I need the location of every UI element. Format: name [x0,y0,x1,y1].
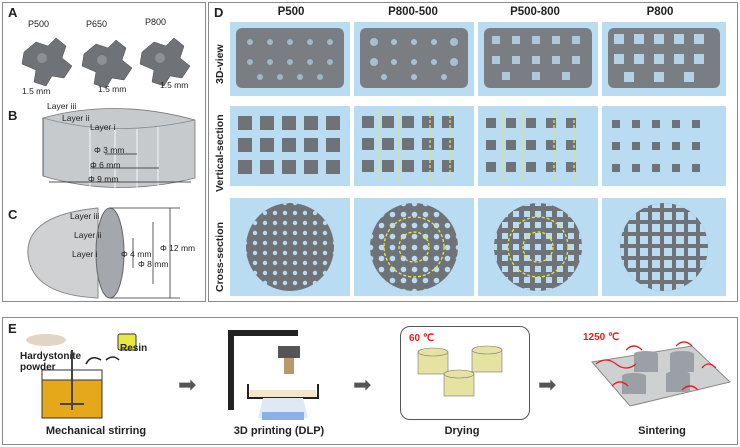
col-header-p500: P500 [277,6,305,18]
panel-c-hemisphere [27,207,180,299]
b-layer-ii: Layer ii [62,113,90,123]
step-3d-printing: 3D printing (DLP) [233,425,325,437]
panel-label-a: A [8,5,18,20]
c-layer-ii: Layer ii [74,230,102,240]
cell-vertical-p500-800 [478,106,598,186]
label-p500: P500 [28,19,50,29]
step-mechanical-stirring: Mechanical stirring [45,425,147,437]
powder-label: Hardystonite powder [20,351,82,373]
b-layer-i: Layer i [90,122,116,132]
stirring-illustration [26,333,137,419]
c-dim-12: Φ 12 mm [160,243,196,253]
arrow-1: ➡ [178,372,197,397]
c-layer-i: Layer i [72,249,98,259]
temp-drying: 60 ℃ [409,333,435,344]
panel-label-c: C [8,207,18,222]
cell-vertical-p800 [602,106,726,186]
step-sintering: Sintering [638,425,686,437]
panel-b-cylinder [42,108,196,190]
arrow-2: ➡ [353,372,372,397]
temp-sintering: 1250 ℃ [583,332,620,343]
drying-illustration [417,345,503,397]
b-dim-6: Φ 6 mm [90,160,121,170]
cell-vertical-p500 [230,106,350,186]
row-header-cross: Cross-section [214,221,226,292]
panel-a-unit-cells [21,37,191,89]
row-header-vertical: Vertical-section [214,114,226,192]
c-layer-iii: Layer iii [70,211,100,221]
c-dim-4: Φ 4 mm [121,249,152,259]
cell-vertical-p800-500 [354,106,474,186]
panel-label-b: B [8,108,18,123]
panel-label-e: E [8,321,17,336]
cell-cross-p500 [230,198,350,296]
scale-3: 1.5 mm [160,80,189,90]
col-header-p500-800: P500-800 [510,6,560,18]
c-dim-8: Φ 8 mm [138,259,169,269]
cell-3d-p800 [602,22,726,96]
cell-3d-p800-500 [354,22,474,96]
row-header-3d: 3D-view [214,44,226,84]
panel-label-d: D [214,5,224,20]
cell-3d-p500 [230,22,350,96]
cell-cross-p500-800 [478,198,598,296]
label-p800: P800 [145,17,167,27]
b-layer-iii: Layer iii [47,101,77,111]
cell-3d-p500-800 [478,22,598,96]
col-header-p800: P800 [646,6,674,18]
cell-cross-p800-500 [354,198,474,296]
resin-label: Resin [120,343,148,354]
arrow-3: ➡ [538,372,557,397]
b-dim-3: Φ 3 mm [94,145,125,155]
col-header-p800-500: P800-500 [388,6,438,18]
scale-1: 1.5 mm [22,86,51,96]
label-p650: P650 [86,19,108,29]
scale-2: 1.5 mm [98,84,127,94]
sintering-illustration [591,341,732,407]
dlp-printer-illustration [228,330,319,420]
step-drying: Drying [444,425,480,437]
cell-cross-p800 [602,198,726,296]
b-dim-9: Φ 9 mm [88,174,119,184]
